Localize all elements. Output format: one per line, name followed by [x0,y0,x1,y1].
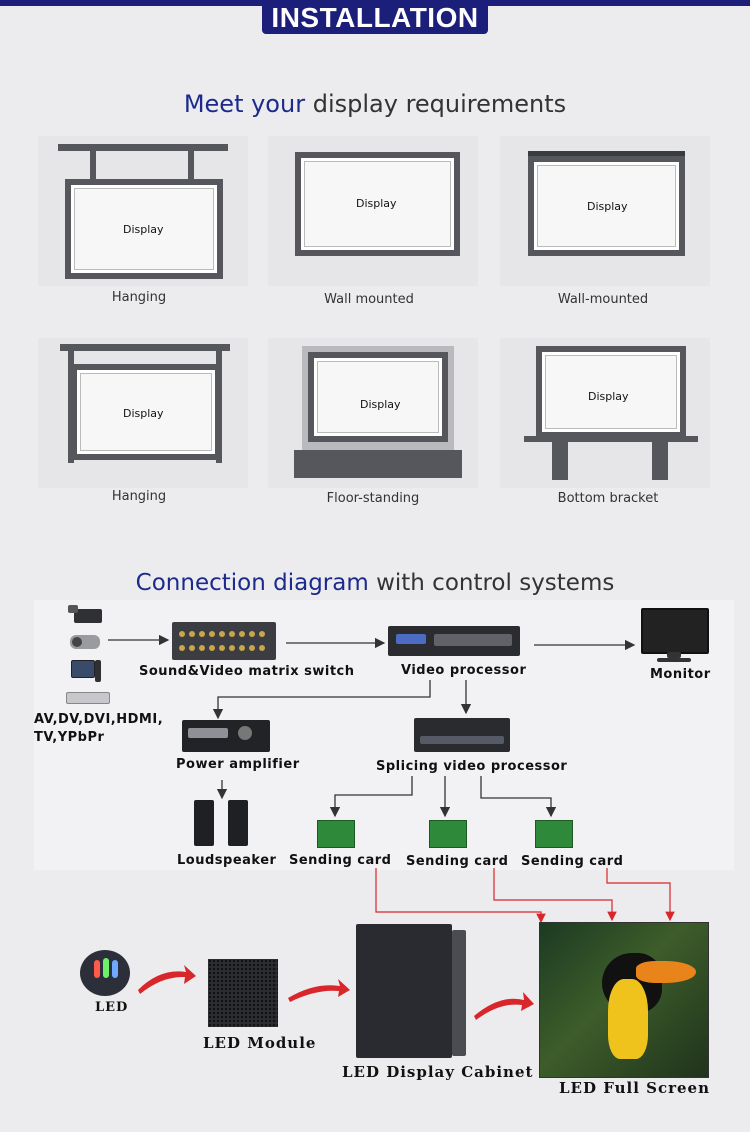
led-icon [80,950,130,996]
sending-card-device-3 [535,820,573,848]
display-label: Display [360,398,401,411]
led-cabinet-label: LED Display Cabinet [342,1063,534,1081]
section-title-requirements: Meet your display requirements [0,90,750,118]
caption-hanging-2: Hanging [111,489,167,504]
installation-badge: INSTALLATION [262,2,488,34]
matrix-switch-label: Sound&Video matrix switch [139,664,355,679]
power-amplifier-device [182,720,270,752]
led-full-screen-image [539,922,709,1078]
matrix-switch-ports [179,631,265,651]
video-processor-label: Video processor [401,663,527,678]
sending-card-device-2 [429,820,467,848]
display-label: Display [588,390,629,403]
loudspeaker-device [194,800,250,848]
video-camera-icon [68,605,104,625]
caption-floor-standing: Floor-standing [326,491,420,506]
section-title-connection: Connection diagram with control systems [0,570,750,596]
led-module-label: LED Module [203,1034,317,1052]
sources-label-line2: TV,YPbPr [34,730,105,745]
sending-card-device-1 [317,820,355,848]
install-card-floor-standing: Display [268,338,478,488]
caption-bottom-bracket: Bottom bracket [557,491,659,506]
install-card-bottom-bracket: Display [500,338,710,488]
monitor-label: Monitor [650,667,711,682]
camcorder-icon [70,633,104,651]
caption-wall-mounted-2: Wall-mounted [557,292,649,307]
caption-wall-mounted: Wall mounted [324,292,414,307]
dvd-player-icon [66,692,110,704]
install-card-hanging: Display [38,136,248,286]
video-processor-device [388,626,520,656]
sending-card-label-2: Sending card [406,854,509,869]
monitor-device [641,608,709,664]
sending-card-label-1: Sending card [289,853,392,868]
display-label: Display [123,407,164,420]
install-card-wall-mounted-2: Display [500,136,710,286]
matrix-switch-device [172,622,276,660]
computer-icon [71,660,101,682]
led-full-screen-label: LED Full Screen [559,1079,710,1097]
sending-card-label-3: Sending card [521,854,624,869]
display-label: Display [587,200,628,213]
led-module-image [208,959,278,1027]
display-label: Display [356,197,397,210]
splicing-processor-device [414,718,510,752]
title-rest: display requirements [312,90,567,118]
title-rest: with control systems [376,570,615,596]
loudspeaker-label: Loudspeaker [177,853,277,868]
title-highlight: Meet your [183,90,306,118]
install-card-wall-mounted: Display [268,136,478,286]
caption-hanging-1: Hanging [111,290,167,305]
sources-label-line1: AV,DV,DVI,HDMI, [34,712,164,727]
splicing-processor-label: Splicing video processor [376,759,568,774]
install-card-hanging-2: Display [38,338,248,488]
power-amplifier-label: Power amplifier [176,757,300,772]
title-highlight: Connection diagram [135,570,369,596]
display-label: Display [123,223,164,236]
led-cabinet-image [356,924,466,1058]
led-label: LED [95,1000,129,1015]
